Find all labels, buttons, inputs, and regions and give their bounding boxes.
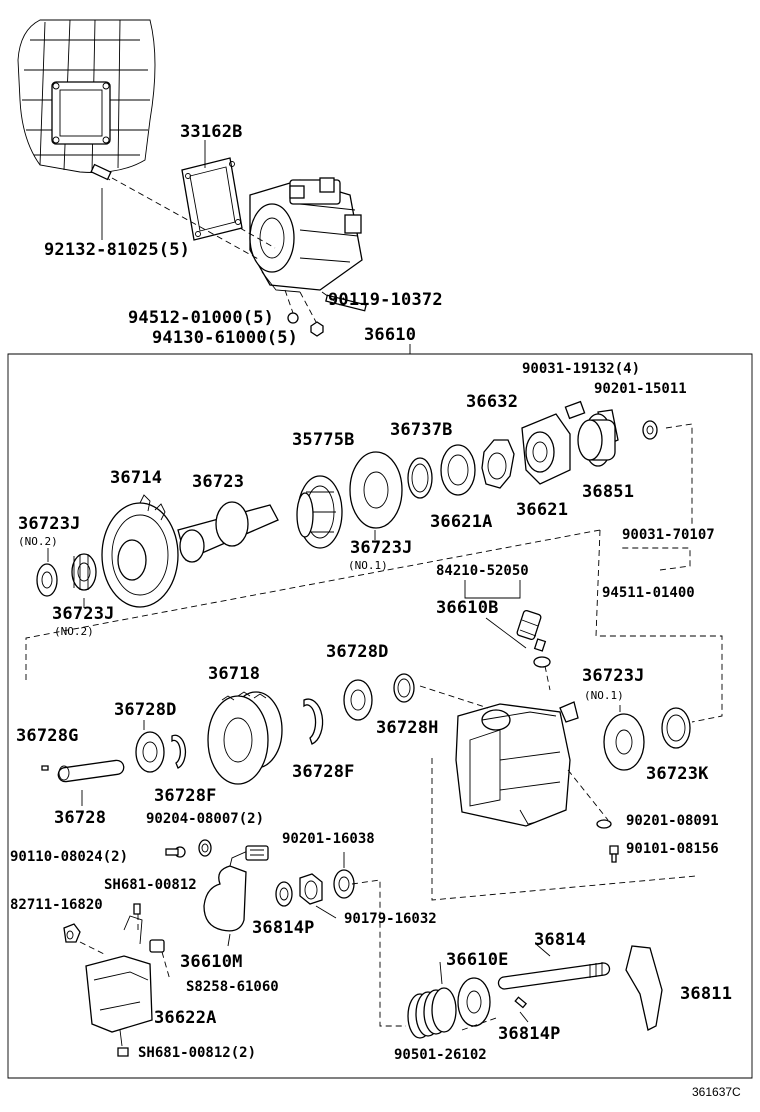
label-36610b: 36610B (436, 598, 499, 618)
label-36814p-upper: 36814P (252, 918, 315, 938)
cover-group-drawing (349, 400, 658, 529)
label-36737b: 36737B (390, 420, 453, 440)
label-36610: 36610 (364, 325, 417, 345)
label-90031-19132: 90031-19132(4) (522, 361, 641, 377)
label-94130-61000: 94130-61000(5) (152, 328, 299, 348)
label-33162b: 33162B (180, 122, 243, 142)
switch-36610m-drawing (165, 839, 269, 947)
label-36622a: 36622A (154, 1008, 217, 1028)
label-36723j-no1-bottom: 36723J (582, 666, 645, 686)
label-82711-16820: 82711-16820 (10, 897, 103, 913)
label-s8258-61060: S8258-61060 (186, 979, 279, 995)
label-36814p-lower: 36814P (498, 1024, 561, 1044)
label-sh681-00812: SH681-00812 (104, 877, 197, 893)
label-36723j-no2-bottom: 36723J (52, 604, 115, 624)
label-94511-01400: 94511-01400 (602, 585, 695, 601)
pto-assembly-drawing (249, 177, 363, 293)
label-36814: 36814 (534, 930, 587, 950)
label-36811: 36811 (680, 984, 733, 1004)
label-36723k: 36723K (646, 764, 709, 784)
gasket-33162b-drawing (181, 157, 243, 241)
label-36610m: 36610M (180, 952, 243, 972)
label-90179-16032: 90179-16032 (344, 911, 437, 927)
label-36723j-no2-top: 36723J (18, 514, 81, 534)
label-36621: 36621 (516, 500, 569, 520)
label-36632: 36632 (466, 392, 519, 412)
label-36728d-left: 36728D (114, 700, 177, 720)
connector-36622a-drawing (63, 903, 171, 1057)
label-36851: 36851 (582, 482, 635, 502)
label-90110-08024: 90110-08024(2) (10, 849, 129, 865)
label-36728f-left: 36728F (154, 786, 217, 806)
label-90204-08007: 90204-08007(2) (146, 811, 265, 827)
label-90119-10372: 90119-10372 (328, 290, 443, 310)
pto-fasteners-drawing (284, 289, 367, 337)
label-35775b: 35775B (292, 430, 355, 450)
label-36723: 36723 (192, 472, 245, 492)
case-housing-drawing (455, 701, 579, 827)
label-36728d-right: 36728D (326, 642, 389, 662)
transmission-case-drawing (17, 19, 156, 181)
label-36621a: 36621A (430, 512, 493, 532)
label-90201-08091: 90201-08091 (626, 813, 719, 829)
label-94512-01000: 94512-01000(5) (128, 308, 275, 328)
label-36714: 36714 (110, 468, 163, 488)
shift-parts-drawing (275, 852, 663, 1039)
label-36728h: 36728H (376, 718, 439, 738)
gear-36718-drawing (41, 673, 415, 806)
label-36723j-no1-bottom-note: (NO.1) (584, 689, 624, 702)
label-92132-81025: 92132-81025(5) (44, 240, 191, 260)
label-90031-70107: 90031-70107 (622, 527, 715, 543)
label-90201-16038: 90201-16038 (282, 831, 375, 847)
label-sh681-00812-2: SH681-00812(2) (138, 1045, 257, 1061)
label-36723j-no1-top: 36723J (350, 538, 413, 558)
label-36610e: 36610E (446, 950, 509, 970)
gear-shaft-group-drawing (36, 475, 343, 608)
label-36728: 36728 (54, 808, 107, 828)
label-90101-08156: 90101-08156 (626, 841, 719, 857)
label-36723j-no2-bottom-note: (NO.2) (54, 625, 94, 638)
label-36728f-right: 36728F (292, 762, 355, 782)
sensor-switch-drawing (464, 580, 551, 691)
label-36718: 36718 (208, 664, 261, 684)
label-84210-52050: 84210-52050 (436, 563, 529, 579)
diagram-id: 361637C (692, 1085, 741, 1099)
label-36723j-no2-top-note: (NO.2) (18, 535, 58, 548)
label-36723j-no1-top-note: (NO.1) (348, 559, 388, 572)
label-90501-26102: 90501-26102 (394, 1047, 487, 1063)
label-90201-15011: 90201-15011 (594, 381, 687, 397)
bearing-36723j-k-drawing (596, 705, 691, 863)
label-36728g: 36728G (16, 726, 79, 746)
